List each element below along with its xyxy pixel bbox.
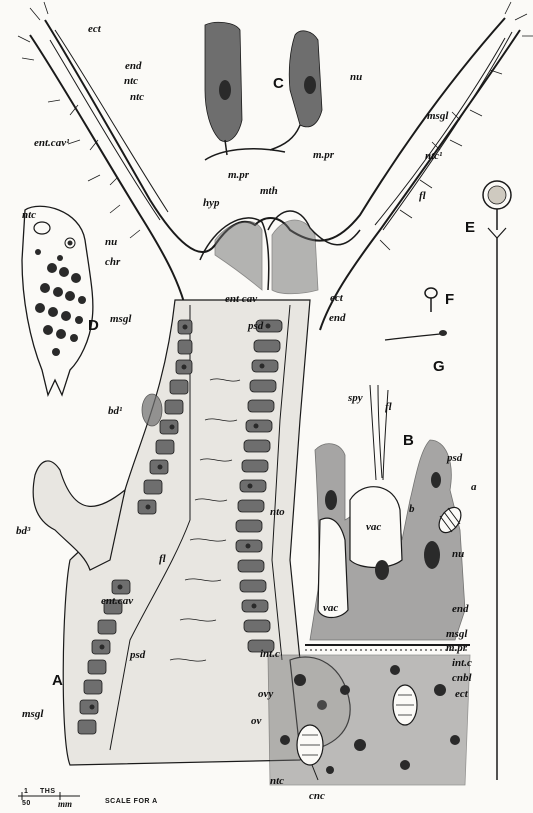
panel-g-drawing xyxy=(385,330,447,340)
label-ect-b: ect xyxy=(455,688,469,700)
label-nto: nto xyxy=(270,506,285,518)
label-msgl-a1: msgl xyxy=(110,313,132,325)
label-ntc-top: ntc xyxy=(124,75,138,87)
label-hyp: hyp xyxy=(203,197,220,209)
panel-label-f: F xyxy=(445,291,454,308)
scale-bar: 1 50 THS mm SCALE FOR A xyxy=(18,788,158,809)
label-bd1: bd¹ xyxy=(108,405,122,417)
label-int-c-left: int.c xyxy=(260,648,280,660)
label-m-pr-c1: m.pr xyxy=(228,169,250,181)
label-nu-b: nu xyxy=(452,548,464,560)
label-chr-d: chr xyxy=(105,256,121,268)
label-cnc: cnc xyxy=(309,790,325,802)
label-msgl-right: msgl xyxy=(427,110,449,122)
scale-caption: SCALE FOR A xyxy=(105,798,158,805)
label-b-b: b xyxy=(409,503,415,515)
label-fl-right: fl xyxy=(419,190,427,202)
panel-label-c: C xyxy=(273,75,284,92)
label-psd-a2: psd xyxy=(129,649,146,661)
label-ntc-d: ntc xyxy=(22,209,36,221)
panel-label-g: G xyxy=(433,358,445,375)
label-ov: ov xyxy=(251,715,262,727)
label-spy: spy xyxy=(347,392,363,404)
label-int-c-right: int.c xyxy=(452,657,472,669)
label-ect-a: ect xyxy=(330,292,344,304)
panel-label-b: B xyxy=(403,432,414,449)
scale-numerator: 1 xyxy=(24,788,28,795)
label-psd-b: psd xyxy=(446,452,463,464)
label-ntc1-right: ntc¹ xyxy=(425,150,442,162)
label-ent-cav-a2: ent.cav xyxy=(101,595,133,607)
scale-unit: mm xyxy=(58,799,72,809)
label-mth: mth xyxy=(260,185,278,197)
label-psd-a1: psd xyxy=(247,320,264,332)
label-ovy: ovy xyxy=(258,688,273,700)
label-ent-cav-a1: ent cav xyxy=(225,293,257,305)
panel-e-drawing xyxy=(483,181,511,780)
label-m-pr-b: m.pr xyxy=(446,642,468,654)
scale-unit-top: THS xyxy=(40,788,56,795)
label-fl-b: fl xyxy=(385,401,393,413)
label-msgl-b: msgl xyxy=(446,628,468,640)
panel-label-a: A xyxy=(52,672,63,689)
label-cnbl: cnbl xyxy=(452,672,473,684)
label-nu-d: nu xyxy=(105,236,117,248)
label-bd3: bd³ xyxy=(16,525,31,537)
label-ect-top: ect xyxy=(88,23,102,35)
label-end-top: end xyxy=(125,60,142,72)
label-m-pr-c2: m.pr xyxy=(313,149,335,161)
label-vac-b1: vac xyxy=(366,521,381,533)
panel-label-e: E xyxy=(465,219,475,236)
label-ntc-top-2: ntc xyxy=(130,91,144,103)
label-end-a: end xyxy=(329,312,346,324)
panel-c-drawing xyxy=(205,22,322,160)
label-ent-cav1: ent.cav¹ xyxy=(34,137,69,149)
label-ntc-b: ntc xyxy=(270,775,284,787)
panel-label-d: D xyxy=(88,317,99,334)
label-msgl-a2: msgl xyxy=(22,708,44,720)
label-nu-c: nu xyxy=(350,71,362,83)
panel-f-drawing xyxy=(425,288,437,312)
panel-d-drawing xyxy=(22,206,93,395)
scale-denominator: 50 xyxy=(22,800,31,807)
label-vac-b2: vac xyxy=(323,602,338,614)
label-fl-a: fl xyxy=(159,553,167,565)
label-end-b: end xyxy=(452,603,469,615)
label-a-b: a xyxy=(471,481,477,493)
